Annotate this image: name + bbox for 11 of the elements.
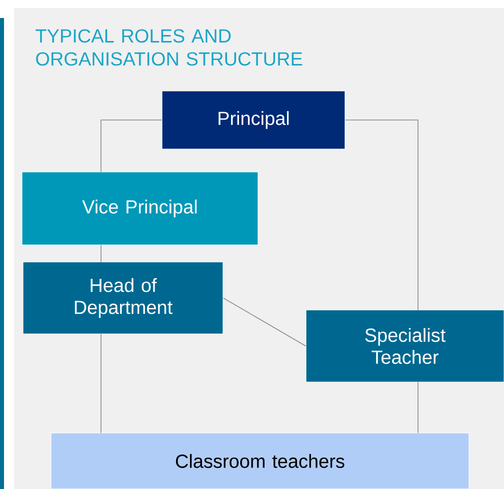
connector-line: [222, 298, 306, 346]
connector-line: [100, 244, 102, 262]
role-box: Classroom teachers: [50, 432, 470, 489]
role-box: Principal: [162, 90, 346, 150]
connector-line: [344, 120, 418, 310]
role-box: Head of Department: [22, 262, 224, 334]
role-box: Specialist Teacher: [306, 310, 504, 382]
role-box: Vice Principal: [22, 172, 258, 246]
title: TYPICAL ROLES AND ORGANISATION STRUCTURE: [36, 29, 302, 66]
connector-line: [100, 334, 102, 434]
connector-line: [100, 120, 162, 172]
